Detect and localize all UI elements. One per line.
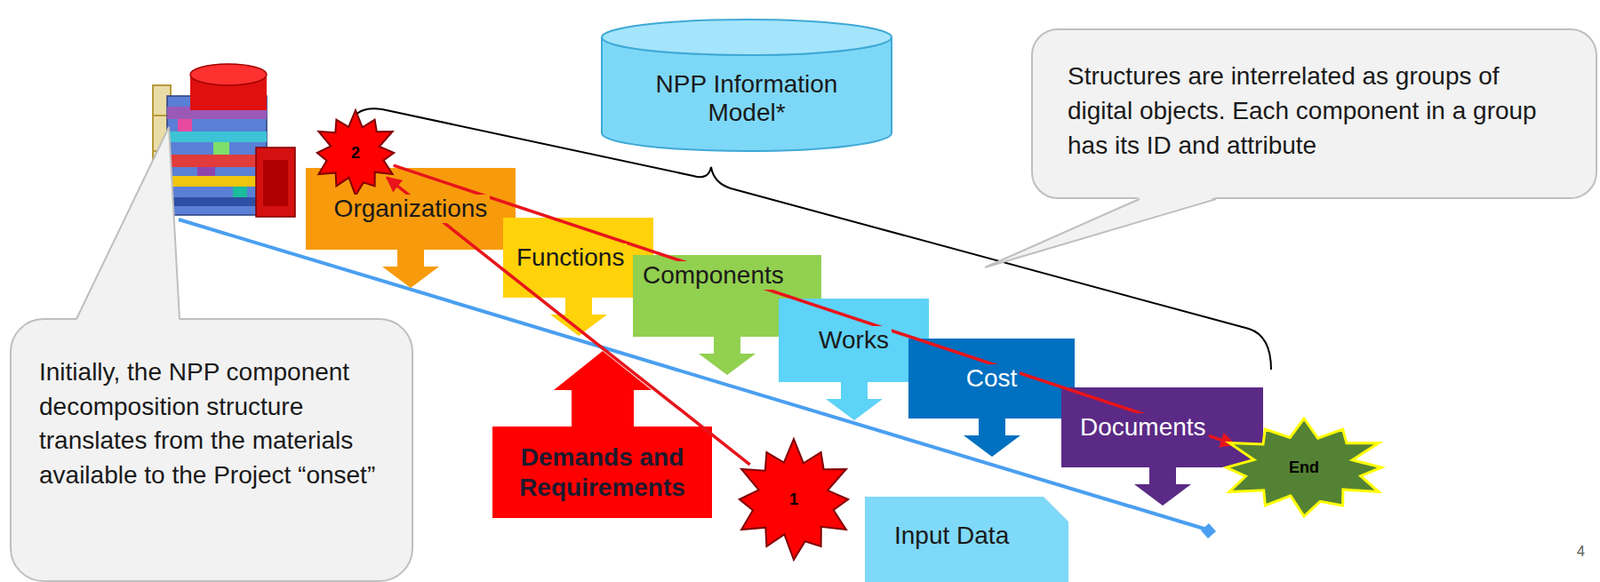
flow-arrow <box>386 177 750 465</box>
flow-arrow <box>393 165 1235 445</box>
starburst-shape <box>1215 416 1393 520</box>
reactor-band <box>167 131 267 143</box>
starburst: 1 <box>731 437 856 562</box>
timeline <box>178 219 1216 539</box>
reactor-panel <box>177 119 192 132</box>
cylinder-shape <box>600 17 894 153</box>
callout-bubble: Initially, the NPP component decompositi… <box>9 318 414 582</box>
starburst-shape <box>731 437 856 562</box>
down-arrow-shape <box>382 248 440 288</box>
reactor-dome <box>190 74 267 111</box>
starburst-shape <box>311 108 400 198</box>
node-text: Organizations <box>331 194 491 224</box>
reactor-band <box>167 106 267 120</box>
page-number: 4 <box>1576 544 1585 560</box>
callout-number: End <box>1288 458 1320 478</box>
down-arrow-shape <box>698 336 756 376</box>
callout-number: 2 <box>351 144 360 163</box>
cylinder-body <box>601 37 892 152</box>
requirement-box: Demands and Requirements <box>492 426 712 519</box>
scaffold-bar <box>152 114 171 117</box>
process-box: Functions <box>503 217 654 298</box>
reactor-panel <box>232 186 248 198</box>
reactor-band <box>167 154 267 168</box>
process-box: Documents <box>1061 387 1264 468</box>
reactor-annex <box>256 147 296 217</box>
process-box: Cost <box>908 338 1075 419</box>
down-arrow-shape <box>963 417 1021 457</box>
down-arrow-shape <box>550 296 608 336</box>
node-text: Documents <box>1077 413 1209 442</box>
starburst: 2 <box>311 108 400 198</box>
down-arrow-shape <box>825 381 883 421</box>
starburst-outline <box>1226 418 1383 517</box>
down-arrow <box>825 381 883 421</box>
database-cylinder: NPP Information Model* <box>600 17 894 153</box>
reactor-illustration <box>152 64 296 217</box>
process-box: Components <box>632 255 822 337</box>
process-box: Works <box>778 298 929 383</box>
node-text: Components <box>640 261 787 290</box>
scaffold-bar <box>152 150 171 152</box>
down-arrow <box>1134 466 1192 506</box>
down-arrow <box>382 248 440 288</box>
reactor-annex-door <box>263 160 288 207</box>
node-text: Input Data <box>891 521 1012 551</box>
scaffold <box>152 85 171 203</box>
starburst: End <box>1215 416 1393 520</box>
process-box: Organizations <box>305 168 516 250</box>
cylinder-top <box>601 19 892 56</box>
node-text: Functions <box>513 243 627 272</box>
callout-tail <box>76 127 180 321</box>
callout-tail-edge <box>76 127 180 320</box>
down-arrow <box>550 296 608 336</box>
timeline-end <box>1200 523 1216 539</box>
node-text: Demands and Requirements <box>508 442 696 503</box>
timeline-line <box>178 219 1208 530</box>
reactor-panel <box>213 142 230 155</box>
reactor-dome-top <box>190 64 267 86</box>
node-text: Structures are interrelated as groups of… <box>1064 58 1571 164</box>
callout-number: 1 <box>789 490 799 510</box>
callout-bubble: Structures are interrelated as groups of… <box>1031 28 1598 200</box>
scaffold-bar <box>152 181 171 184</box>
node-text: Initially, the NPP component decompositi… <box>36 355 392 494</box>
node-text: NPP Information Model* <box>640 70 854 128</box>
bracket <box>348 108 1272 370</box>
down-arrow-shape <box>1134 466 1192 506</box>
down-arrow <box>698 336 756 376</box>
starburst-outline <box>739 439 848 560</box>
reactor-band <box>167 176 267 187</box>
curly-bracket <box>348 108 1272 370</box>
node-text: Cost <box>963 364 1021 393</box>
down-arrow <box>963 417 1021 457</box>
reactor-band <box>167 197 267 207</box>
reactor-body <box>167 96 267 216</box>
up-arrow <box>553 351 652 428</box>
callout-tail-edge <box>984 199 1216 268</box>
node-text: Works <box>816 326 892 355</box>
input-box: Input Data <box>864 496 1069 582</box>
up-arrow-shape <box>553 351 652 428</box>
callout-tail <box>984 197 1216 268</box>
reactor-panel <box>197 167 216 176</box>
starburst-outline <box>317 110 394 196</box>
